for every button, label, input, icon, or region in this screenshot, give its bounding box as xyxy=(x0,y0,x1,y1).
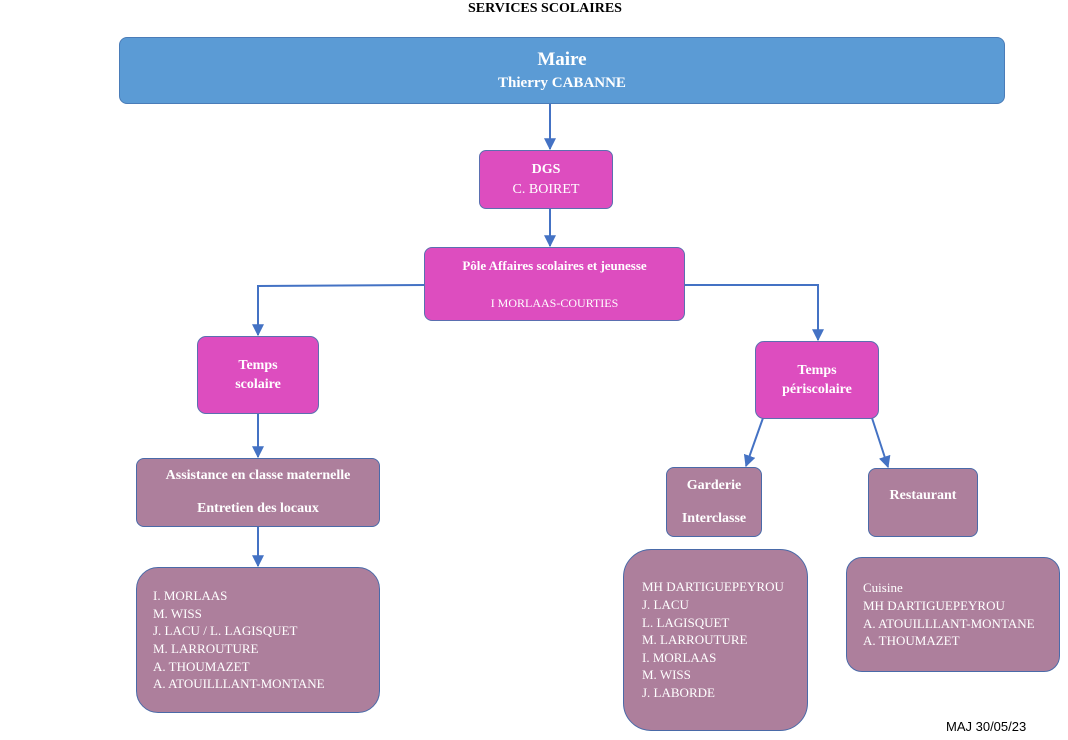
dgs-role: DGS xyxy=(531,161,561,177)
scolaire-staff-list: I. MORLAAS M. WISS J. LACU / L. LAGISQUE… xyxy=(136,567,380,713)
link-periscolaire-restaurant xyxy=(871,417,891,469)
list-item: MH DARTIGUEPEYROU xyxy=(642,579,784,595)
link-pole-periscolaire xyxy=(684,284,824,342)
mayor-role: Maire xyxy=(537,48,587,70)
list-item: M. WISS xyxy=(642,667,691,683)
update-date: MAJ 30/05/23 xyxy=(946,719,1027,734)
list-item: J. LABORDE xyxy=(642,684,715,700)
list-item: I. MORLAAS xyxy=(153,588,228,604)
garderie-line2: Interclasse xyxy=(681,510,747,526)
list-item: J. LACU xyxy=(642,597,689,613)
link-pole-scolaire xyxy=(252,284,426,337)
list-item: A. ATOUILLLANT-MONTANE xyxy=(863,615,1035,631)
list-item: I. MORLAAS xyxy=(642,649,717,665)
temps-scolaire-line2: scolaire xyxy=(235,377,281,392)
assistance-box: Assistance en classe maternelle Entretie… xyxy=(136,458,380,527)
list-item: MH DARTIGUEPEYROU xyxy=(863,597,1005,613)
dgs-box: DGS C. BOIRET xyxy=(479,150,613,209)
list-item: A. THOUMAZET xyxy=(153,658,250,674)
list-item: A. THOUMAZET xyxy=(863,633,960,649)
assistance-line1: Assistance en classe maternelle xyxy=(165,468,351,483)
link-periscolaire-garderie xyxy=(743,417,764,468)
temps-periscolaire-line2: périscolaire xyxy=(782,382,852,397)
pole-box: Pôle Affaires scolaires et jeunesse I MO… xyxy=(424,247,685,321)
list-item: M. LARROUTURE xyxy=(642,632,748,648)
list-item: M. LARROUTURE xyxy=(153,641,259,656)
assistance-line2: Entretien des locaux xyxy=(197,501,319,516)
restaurant-box: Restaurant xyxy=(868,468,978,537)
list-item: Cuisine xyxy=(863,580,903,596)
mayor-box: Maire Thierry CABANNE xyxy=(119,37,1005,104)
list-item: A. ATOUILLLANT-MONTANE xyxy=(153,676,325,692)
garderie-line1: Garderie xyxy=(686,477,742,493)
mayor-name: Thierry CABANNE xyxy=(498,74,626,91)
list-item: J. LACU / L. LAGISQUET xyxy=(153,623,298,639)
dgs-name: C. BOIRET xyxy=(512,181,580,197)
list-item: L. LAGISQUET xyxy=(642,614,730,630)
restaurant-label: Restaurant xyxy=(889,488,957,503)
garderie-box: Garderie Interclasse xyxy=(666,467,762,537)
temps-periscolaire-box: Temps périscolaire xyxy=(755,341,879,419)
list-item: M. WISS xyxy=(153,605,202,621)
garderie-staff-list: MH DARTIGUEPEYROU J. LACU L. LAGISQUET M… xyxy=(623,549,808,731)
pole-title: Pôle Affaires scolaires et jeunesse xyxy=(462,258,647,273)
temps-periscolaire-line1: Temps xyxy=(797,363,837,378)
temps-scolaire-line1: Temps xyxy=(238,358,278,373)
page-title: SERVICES SCOLAIRES xyxy=(468,1,622,16)
temps-scolaire-box: Temps scolaire xyxy=(197,336,319,414)
restaurant-staff-list: Cuisine MH DARTIGUEPEYROU A. ATOUILLLANT… xyxy=(846,557,1060,672)
pole-head: I MORLAAS-COURTIES xyxy=(490,296,619,310)
